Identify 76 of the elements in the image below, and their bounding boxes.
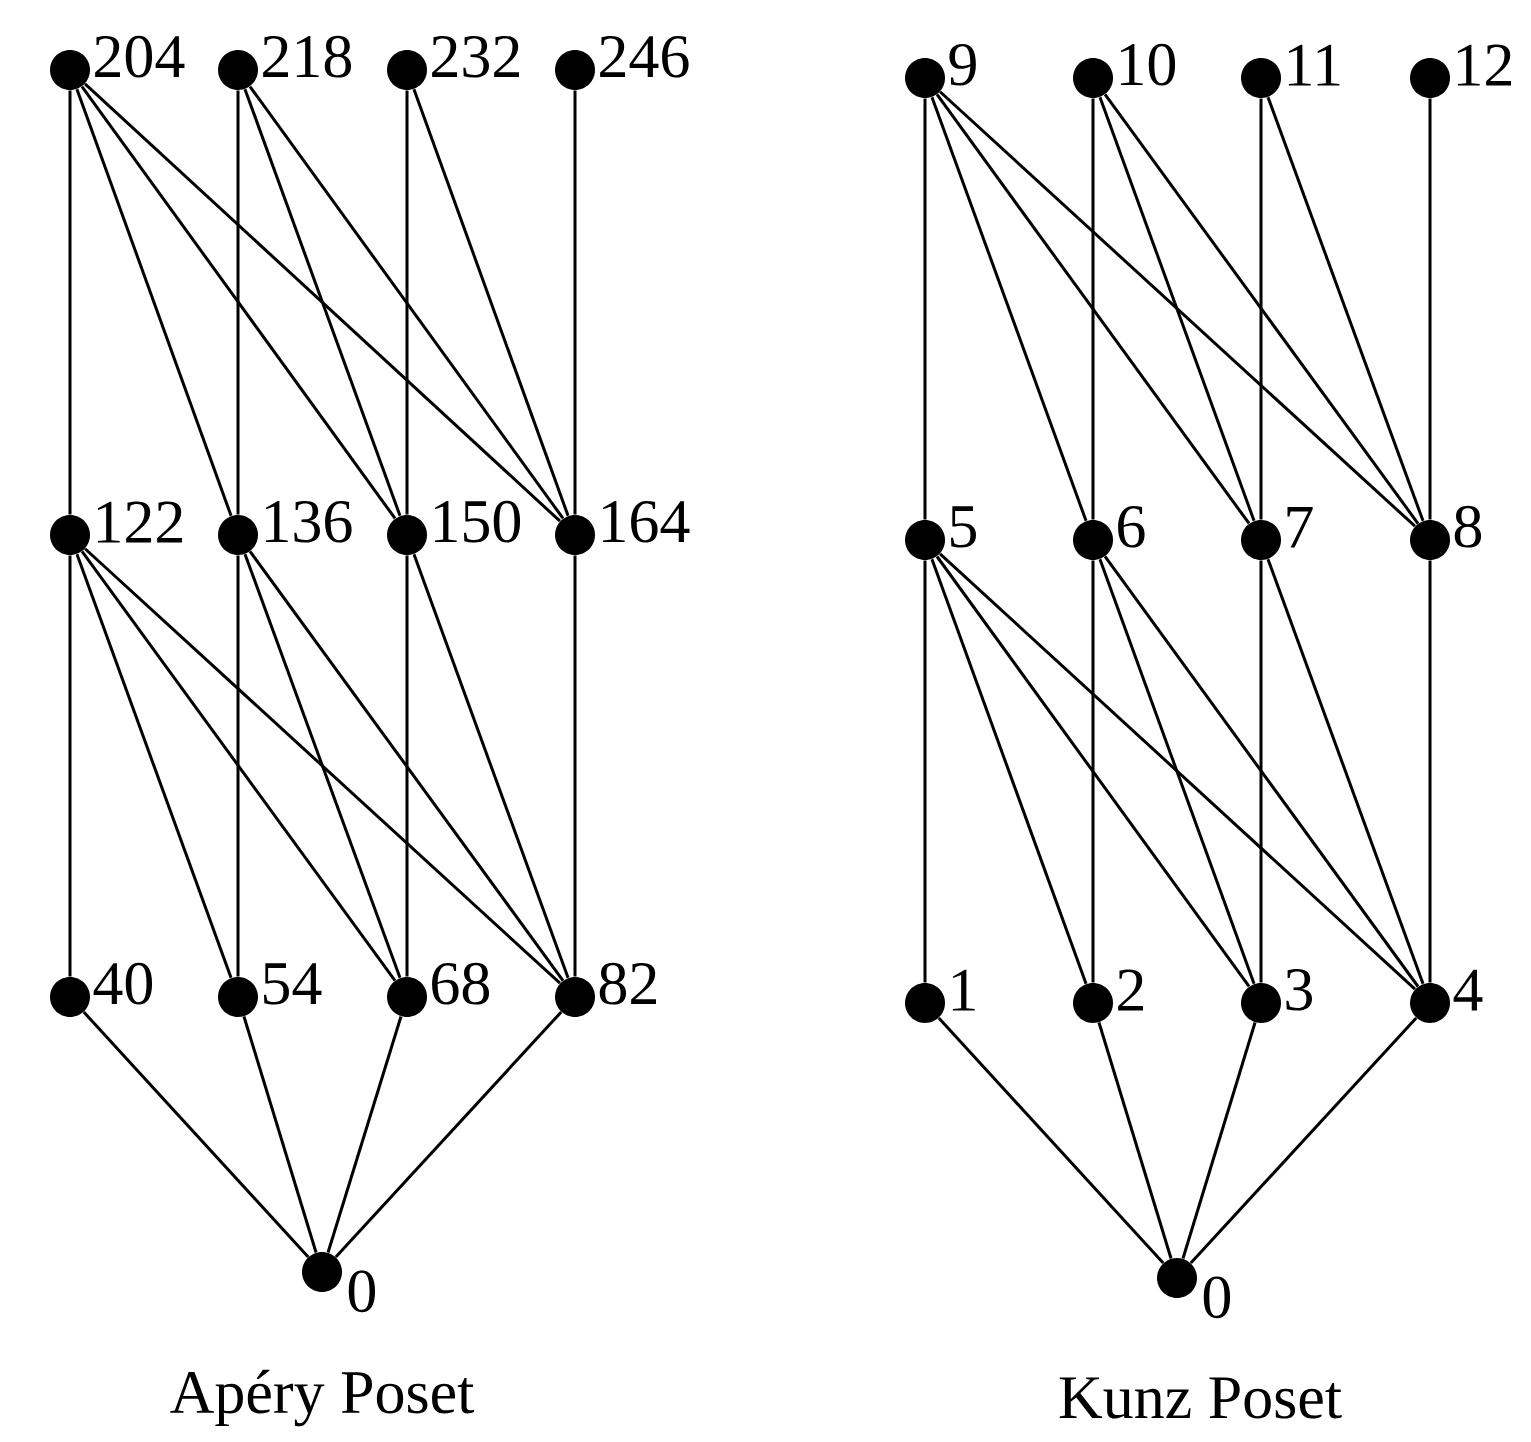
node-label: 164 (602, 500, 690, 543)
edge-line (1266, 558, 1425, 985)
node-label: 8 (1454, 505, 1482, 548)
edge-line (80, 85, 397, 520)
edge-line (930, 558, 1088, 985)
node-label: 7 (1287, 506, 1313, 548)
edge-line (573, 555, 577, 977)
node-label: 11 (1288, 44, 1340, 86)
edge-line (1189, 1017, 1418, 1264)
edge-line (68, 555, 72, 977)
node-label: 54 (264, 963, 322, 1005)
node-label: 246 (600, 35, 689, 78)
node-label: 232 (432, 35, 519, 78)
edge-line (923, 560, 927, 983)
edge-line (412, 88, 570, 517)
edge-line (243, 88, 402, 517)
edge-line (242, 1016, 318, 1253)
edge-line (1103, 93, 1420, 525)
node-label: 40 (93, 962, 153, 1005)
node-label: 0 (348, 1270, 376, 1313)
node-label: 150 (434, 500, 521, 543)
edge-line (1091, 560, 1095, 983)
caption: Apéry Poset (170, 1369, 475, 1427)
edge-line (1103, 555, 1420, 988)
node-label: 68 (432, 962, 490, 1005)
node-label: 1 (952, 969, 975, 1011)
node-label: 10 (1120, 43, 1176, 86)
edge-line (84, 547, 561, 985)
node-label: 2 (1118, 969, 1143, 1011)
edge-line (75, 88, 233, 517)
edge-line (1428, 98, 1432, 520)
edge-line (1097, 1022, 1173, 1259)
edge-line (84, 82, 561, 523)
edge-line (243, 553, 402, 979)
edge-line (939, 552, 1416, 991)
edge-line (412, 553, 570, 979)
edge-line (334, 1011, 563, 1258)
caption: Kunz Poset (1059, 1377, 1342, 1419)
edge-line (1098, 96, 1256, 522)
edge-line (248, 550, 565, 982)
edge-line (1098, 558, 1256, 985)
node-label: 136 (265, 500, 352, 543)
edge-line (935, 93, 1251, 525)
edge-line (236, 555, 240, 977)
node-label: 0 (1203, 1276, 1231, 1319)
edge-line (82, 1011, 310, 1258)
node-label: 204 (95, 35, 185, 78)
edge-line (326, 1016, 403, 1253)
edge-line (405, 90, 409, 515)
node-label: 82 (599, 962, 656, 1005)
node-label: 6 (1118, 505, 1145, 548)
edge-line (1428, 560, 1432, 983)
edge-line (1259, 98, 1263, 520)
edge-line (573, 90, 577, 515)
edge-line (923, 98, 927, 520)
node-label: 12 (1457, 44, 1511, 86)
edge-line (939, 90, 1416, 528)
edge-line (1091, 98, 1095, 520)
node-label: 9 (949, 43, 976, 86)
edge-line (1181, 1022, 1257, 1259)
node-label: 4 (1453, 969, 1483, 1011)
edge-line (1266, 96, 1425, 522)
edge-line (68, 90, 72, 515)
node-label: 218 (263, 35, 352, 78)
node-label: 5 (951, 506, 976, 548)
node-label: 122 (97, 501, 182, 543)
edge-line (937, 1017, 1165, 1264)
edge-line (405, 555, 409, 977)
edge-line (80, 550, 397, 982)
node-label: 3 (1286, 968, 1312, 1011)
edge-line (1259, 560, 1263, 983)
edge-line (930, 96, 1088, 522)
edge-line (248, 85, 565, 520)
edge-line (236, 90, 240, 515)
edge-line (935, 555, 1251, 988)
edge-line (75, 553, 233, 979)
